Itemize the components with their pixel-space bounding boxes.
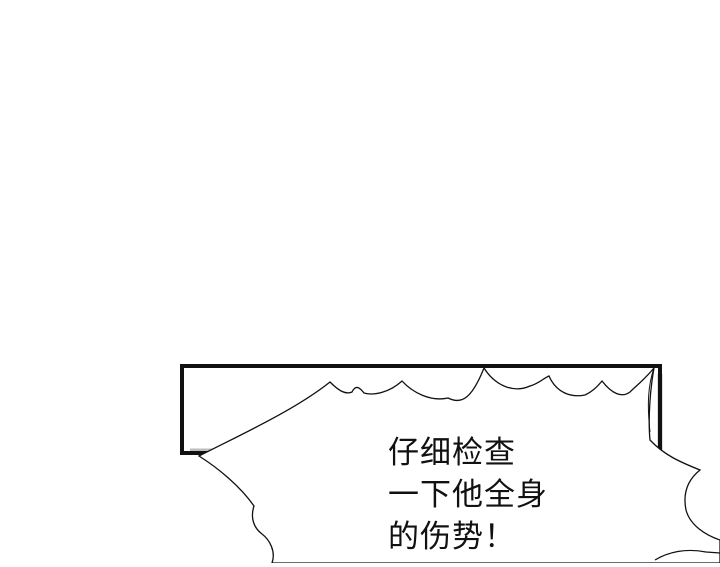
speech-line-3: 的伤势！ xyxy=(388,519,516,555)
speech-line-2: 一下他全身 xyxy=(388,477,548,513)
bubble-lower-spike xyxy=(654,549,720,561)
bubble-inner-curve xyxy=(647,367,655,433)
speech-text: 仔细检查 一下他全身 的伤势！ xyxy=(388,432,608,558)
speech-line-1: 仔细检查 xyxy=(388,435,516,471)
